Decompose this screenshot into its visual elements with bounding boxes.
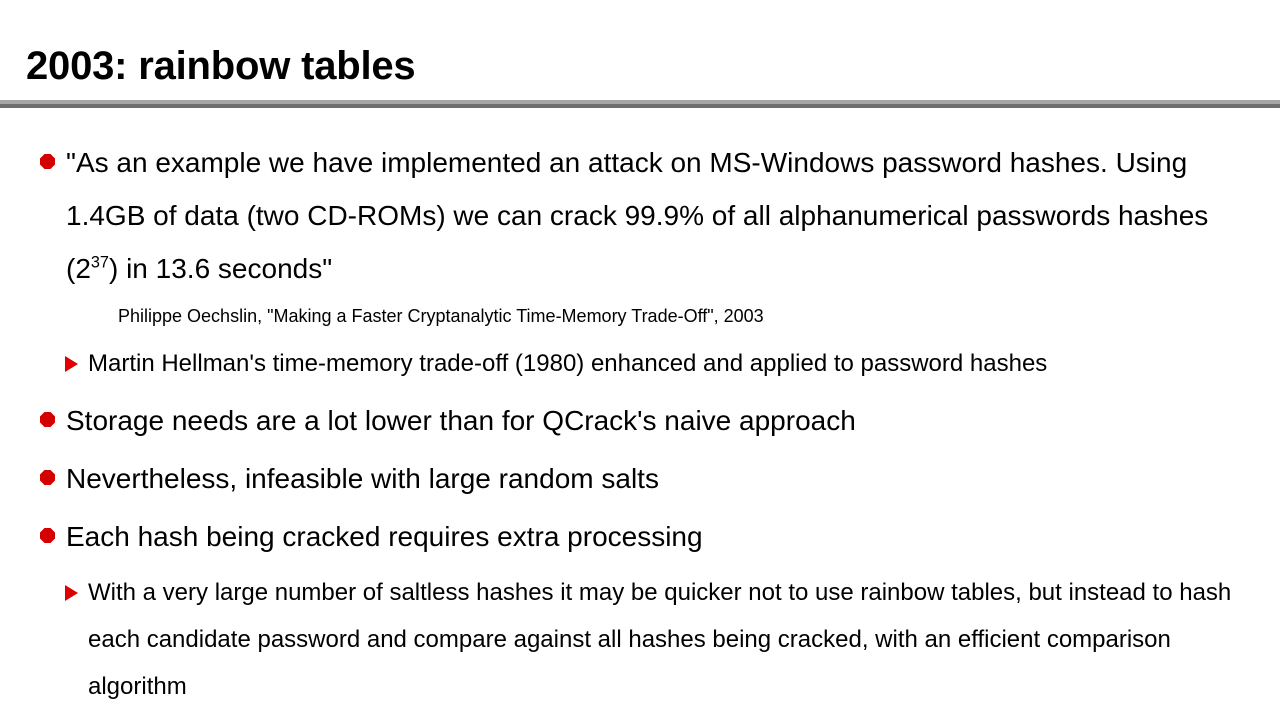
bullet-item-extra-processing: Each hash being cracked requires extra p…: [0, 510, 1280, 563]
quote-text-after-superscript: ) in 13.6 seconds": [108, 253, 333, 284]
title-divider-shadow: [0, 104, 1280, 108]
title-divider-highlight: [0, 100, 1280, 104]
spacer: [0, 387, 1280, 394]
page-title: 2003: rainbow tables: [26, 44, 416, 88]
title-divider: [0, 100, 1280, 108]
bullet-text: "As an example we have implemented an at…: [66, 136, 1250, 295]
red-triangle-bullet-icon: [65, 585, 78, 601]
red-octagon-bullet-icon: [40, 470, 55, 485]
citation-line: Philippe Oechslin, "Making a Faster Cryp…: [118, 306, 764, 326]
sub-bullet-item-hellman: Martin Hellman's time-memory trade-off (…: [0, 340, 1280, 387]
sub-bullet-text: Martin Hellman's time-memory trade-off (…: [88, 350, 1048, 377]
red-octagon-bullet-icon: [40, 154, 55, 169]
bullet-text: Storage needs are a lot lower than for Q…: [66, 405, 856, 436]
sub-bullet-text: With a very large number of saltless has…: [88, 579, 1232, 700]
red-triangle-bullet-icon: [65, 356, 78, 372]
bullet-item-salts: Nevertheless, infeasible with large rand…: [0, 452, 1280, 505]
bullet-item-quote: "As an example we have implemented an at…: [0, 136, 1280, 295]
spacer: [0, 331, 1280, 340]
red-octagon-bullet-icon: [40, 412, 55, 427]
bullet-text: Nevertheless, infeasible with large rand…: [66, 463, 659, 494]
sub-bullet-item-saltless: With a very large number of saltless has…: [0, 569, 1280, 710]
red-octagon-bullet-icon: [40, 528, 55, 543]
bullet-item-storage: Storage needs are a lot lower than for Q…: [0, 394, 1280, 447]
slide-body: "As an example we have implemented an at…: [0, 136, 1280, 710]
bullet-text: Each hash being cracked requires extra p…: [66, 521, 703, 552]
quote-text-before-superscript: "As an example we have implemented an at…: [66, 147, 1209, 284]
superscript-exponent: 37: [90, 253, 109, 272]
